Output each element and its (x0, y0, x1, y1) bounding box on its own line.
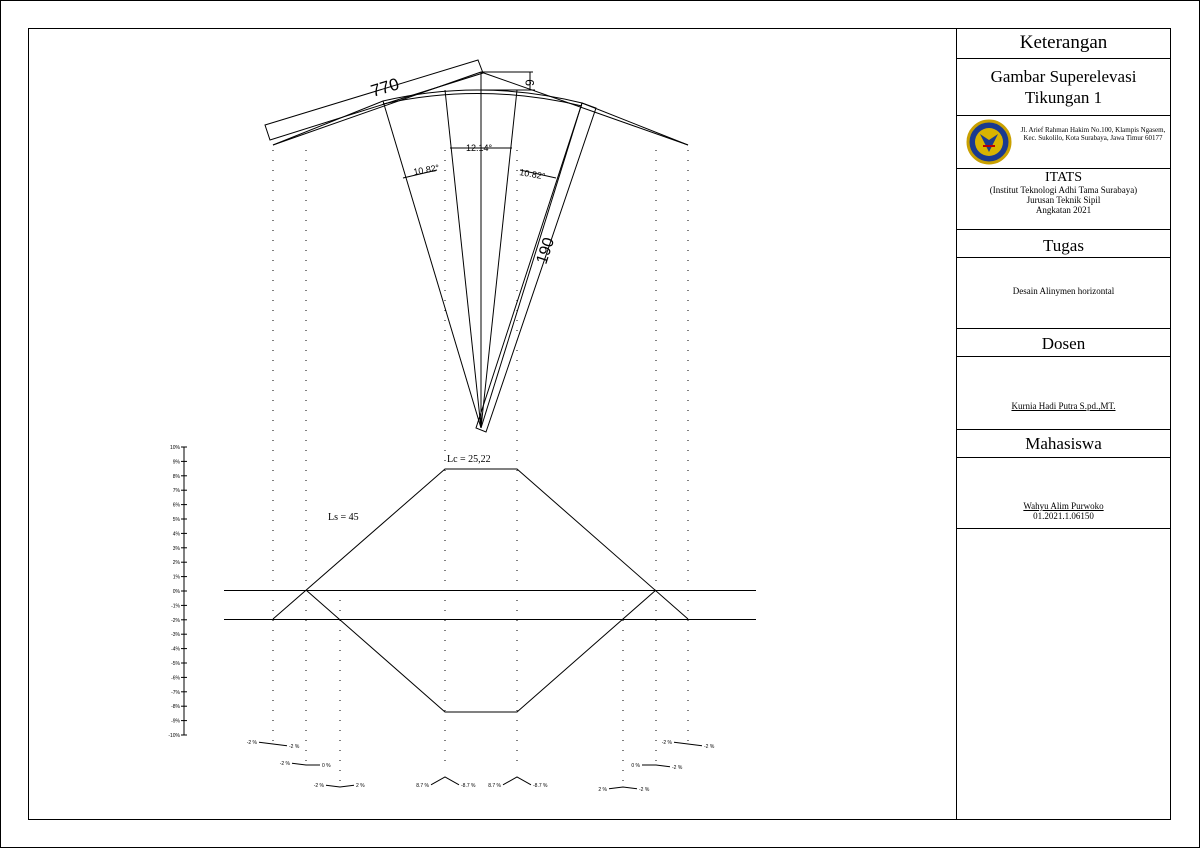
dimension-box-190 (475, 102, 597, 433)
scale-tick-label: 3% (173, 546, 181, 552)
cross-section-shape (608, 786, 638, 790)
road-curve-inner (382, 92, 583, 107)
radial-line-2 (444, 89, 482, 429)
scale-tick-label: -8% (171, 704, 180, 710)
tugas-value: Desain Alinymen horizontal (1012, 286, 1115, 296)
scale-tick-label: 6% (173, 503, 181, 509)
title-block-grid (956, 58, 1171, 529)
angle-right: 10.82° (519, 167, 547, 181)
institute-block: ITATS (Institut Teknologi Adhi Tama Sura… (956, 170, 1171, 215)
plan-view (264, 59, 689, 433)
dimension-box-770 (264, 59, 484, 141)
cross-section-left-label: 2 % (598, 787, 607, 793)
tugas-header: Tugas (1043, 236, 1084, 255)
dosen-header: Dosen (1041, 334, 1086, 353)
cross-section-shape (673, 741, 703, 747)
scale-tick-label: -10% (168, 733, 180, 739)
dosen-value: Kurnia Hadi Putra S.pd.,MT. (1011, 401, 1116, 411)
cross-section-right-label: 2 % (356, 783, 365, 789)
scale-tick-label: 2% (173, 560, 181, 566)
ls-label: Ls = 45 (328, 512, 359, 523)
cross-section-shape (325, 784, 355, 788)
department: Jurusan Teknik Sipil (1026, 195, 1101, 205)
cross-sections: -2 % -2 % -2 % 0 % -2 % 2 % 8.7 % -8.7 % 8.7 % -8… (247, 740, 715, 793)
scale-tick-label: 9% (173, 459, 181, 465)
scale-tick-label: -5% (171, 661, 180, 667)
cross-section-left-label: 0 % (631, 763, 640, 769)
keterangan-header: Keterangan (1019, 32, 1108, 53)
radial-line-5 (480, 102, 583, 429)
institute-full: (Institut Teknologi Adhi Tama Surabaya) (989, 185, 1138, 195)
cross-section-left-label: -2 % (662, 740, 673, 746)
cross-section-left-label: 8.7 % (416, 783, 429, 789)
scale-tick-label: 0% (173, 589, 181, 595)
scale-tick-label: 10% (170, 445, 181, 451)
percentage-scale: 10% 9% 8% 7% 6% 5% 4% 3% 2% 1% 0% -1% -2% -3% -4% -5% -6… (168, 445, 187, 739)
cross-section-right-label: -8.7 % (461, 783, 476, 789)
angle-center: 12.14° (466, 143, 493, 153)
cross-section-right-label: -2 % (289, 744, 300, 750)
cross-section-right-label: -2 % (639, 787, 650, 793)
scale-tick-label: -2% (171, 618, 180, 624)
drawing-title-line2: Tikungan 1 (1024, 88, 1103, 107)
cross-section-left-label: 8.7 % (488, 783, 501, 789)
cross-section-shape (291, 762, 320, 766)
cross-section-left-label: -2 % (280, 761, 291, 767)
title-block: Keterangan Gambar Superelevasi Tikungan … (956, 28, 1171, 820)
scale-tick-label: 1% (173, 575, 181, 581)
mahasiswa-header: Mahasiswa (1025, 434, 1102, 453)
cross-section-left-label: -2 % (314, 783, 325, 789)
drawing-frame (28, 28, 1171, 820)
scale-tick-label: 4% (173, 531, 181, 537)
drawing-title-line1: Gambar Superelevasi (990, 67, 1137, 86)
superelevation-diagram (224, 468, 756, 713)
scale-tick-label: 5% (173, 517, 181, 523)
outer-edge-profile (272, 468, 689, 620)
radial-line-1 (382, 100, 482, 429)
scale-tick-label: -6% (171, 675, 180, 681)
mahasiswa-nim: 01.2021.1.06150 (1033, 511, 1094, 521)
itats-logo (966, 119, 1012, 165)
scale-tick-label: 8% (173, 474, 181, 480)
cross-section-left-label: -2 % (247, 740, 258, 746)
cross-section-right-label: 0 % (322, 763, 331, 769)
scale-tick-label: 7% (173, 488, 181, 494)
institute-name: ITATS (1045, 170, 1082, 185)
cross-section-shape (258, 741, 288, 747)
cross-section-shape (642, 764, 671, 768)
dim-9: 9 (523, 79, 537, 86)
scale-tick-label: -7% (171, 690, 180, 696)
inner-edge-profile (305, 589, 657, 713)
cross-section-right-label: -2 % (704, 744, 715, 750)
cross-section-shape (430, 776, 460, 786)
tangent-right (480, 71, 689, 146)
mahasiswa-name: Wahyu Alim Purwoko (1023, 501, 1104, 511)
dim-770: 770 (369, 74, 402, 100)
address-text: Jl. Arief Rahman Hakim No.100, Klampis N… (1020, 126, 1166, 142)
cross-section-shape (502, 776, 532, 786)
radial-line-4 (480, 89, 518, 429)
cross-section-right-label: -2 % (672, 765, 683, 771)
cross-section-right-label: -8.7 % (533, 783, 548, 789)
lc-label: Lc = 25,22 (447, 454, 491, 465)
drawing-title: Gambar Superelevasi Tikungan 1 (956, 66, 1171, 108)
angle-left: 10.82° (413, 163, 441, 177)
scale-tick-label: -9% (171, 719, 180, 725)
year: Angkatan 2021 (1035, 205, 1092, 215)
scale-tick-label: -4% (171, 647, 180, 653)
scale-tick-label: -1% (171, 603, 180, 609)
scale-tick-label: -3% (171, 632, 180, 638)
